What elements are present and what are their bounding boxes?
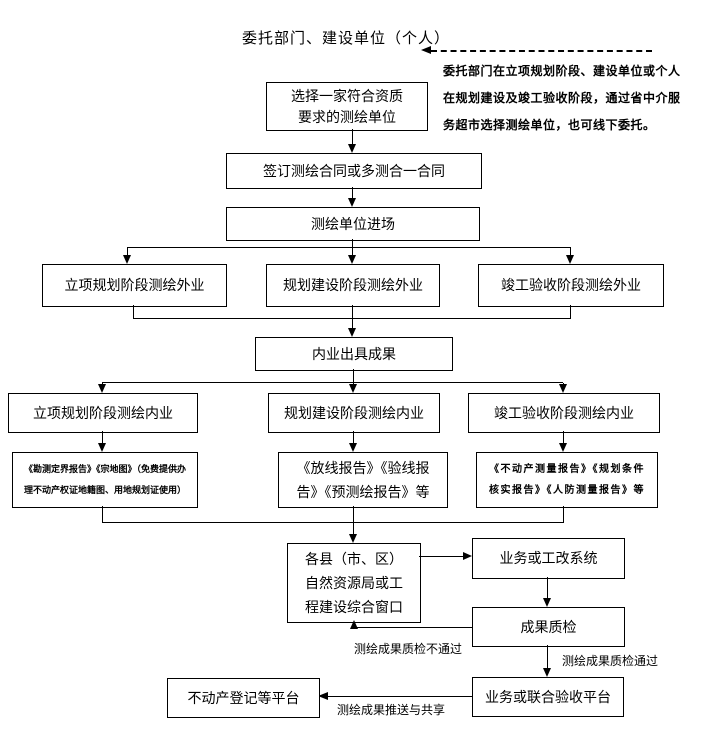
note-line: 在规划建设及竣工验收阶段，通过省中介服 [443,91,681,105]
arrow-down-icon [559,384,567,393]
node-service-window: 各县（市、区） 自然资源局或工 程建设综合窗口 [287,543,421,623]
node-field-guihua: 规划建设阶段测绘外业 [266,264,440,307]
flow-line [127,248,128,256]
node-biz-system: 业务或工改系统 [472,538,625,579]
node-text: 核实报告》《人防测量报告》等 [489,485,645,496]
node-text: 各县（市、区） [305,551,403,567]
edge-label-share: 测绘成果推送与共享 [337,703,446,717]
edge-label-pass: 测绘成果质检通过 [562,654,659,668]
arrow-down-icon [348,144,356,153]
arrow-down-icon [566,255,574,264]
arrow-down-icon [348,255,356,264]
arrow-left-icon [318,692,328,700]
node-office-guihua: 规划建设阶段测绘内业 [268,393,440,433]
arrow-down-icon [559,443,567,452]
node-select-unit: 选择一家符合资质 要求的测绘单位 [266,82,428,131]
node-text: 告》《预测绘报告》等 [296,484,430,500]
node-text: 程建设综合窗口 [305,599,403,615]
flow-line [352,319,353,328]
flow-line [570,305,571,319]
arrow-down-icon [98,384,106,393]
dashed-connector-line [431,50,652,52]
node-deliverable-guihua: 《放线报告》《验线报 告》《预测绘报告》等 [278,452,448,508]
arrow-down-icon [543,668,551,677]
node-deliverable-lixiang: 《勘测定界报告》《宗地图》（免费提供办 理不动产权证地籍图、用地规划证使用） [12,452,198,508]
node-office-results: 内业出具成果 [255,337,453,371]
flow-line [353,523,354,534]
flow-line [102,522,563,523]
arrow-down-icon [348,198,356,207]
flow-line [353,431,354,443]
arrow-down-icon [349,534,357,543]
flow-line [353,506,354,523]
node-field-lixiang: 立项规划阶段测绘外业 [42,264,227,307]
node-office-lixiang: 立项规划阶段测绘内业 [8,393,198,433]
node-text: 要求的测绘单位 [298,108,396,125]
flow-line [354,627,472,628]
arrow-down-icon [349,443,357,452]
node-registry-platform: 不动产登记等平台 [167,678,320,718]
arrow-down-icon [349,384,357,393]
flow-line [352,187,353,198]
arrow-up-icon [350,620,358,629]
node-text: 理不动产权证地籍图、用地规划证使用） [23,485,186,495]
edge-label-fail: 测绘成果质检不通过 [354,642,463,656]
flow-line [353,369,354,383]
flow-line [352,248,353,256]
node-text: 《放线报告》《验线报 [296,460,430,476]
flow-line [352,129,353,145]
flow-line [102,431,103,443]
flow-line [547,645,548,668]
node-text: 《勘测定界报告》《宗地图》（免费提供办 [23,464,186,474]
node-enter-site: 测绘单位进场 [226,207,480,241]
arrow-left-icon [421,46,431,54]
node-joint-platform: 业务或联合验收平台 [472,677,624,717]
node-text: 《不动产测量报告》《规划条件 [489,464,645,475]
flow-line [328,696,472,697]
arrow-right-icon [463,552,472,560]
flow-line [102,382,563,383]
node-deliverable-jungong: 《不动产测量报告》《规划条件 核实报告》《人防测量报告》等 [476,452,658,508]
flow-line [570,248,571,256]
flow-line [133,318,571,319]
note-text: 委托部门在立项规划阶段、建设单位或个人 在规划建设及竣工验收阶段，通过省中介服 … [443,58,701,139]
flow-line [133,305,134,319]
arrow-down-icon [123,255,131,264]
node-office-jungong: 竣工验收阶段测绘内业 [468,393,660,433]
node-text: 自然资源局或工 [305,575,403,591]
flow-line [352,305,353,319]
flow-line [563,431,564,443]
flow-line [547,577,548,598]
arrow-down-icon [98,443,106,452]
node-field-jungong: 竣工验收阶段测绘外业 [478,264,664,307]
flow-line [419,556,463,557]
page-title: 委托部门、建设单位（个人） [242,30,451,47]
note-line: 委托部门在立项规划阶段、建设单位或个人 [443,64,681,78]
note-line: 务超市选择测绘单位，也可线下委托。 [443,118,656,132]
flow-line [127,247,571,248]
arrow-down-icon [348,328,356,337]
flow-line [102,506,103,523]
node-text: 选择一家符合资质 [291,87,403,104]
flow-line [563,506,564,523]
node-sign-contract: 签订测绘合同或多测合一合同 [226,153,482,189]
flow-line [352,239,353,248]
node-quality-check: 成果质检 [472,607,625,647]
arrow-down-icon [543,598,551,607]
